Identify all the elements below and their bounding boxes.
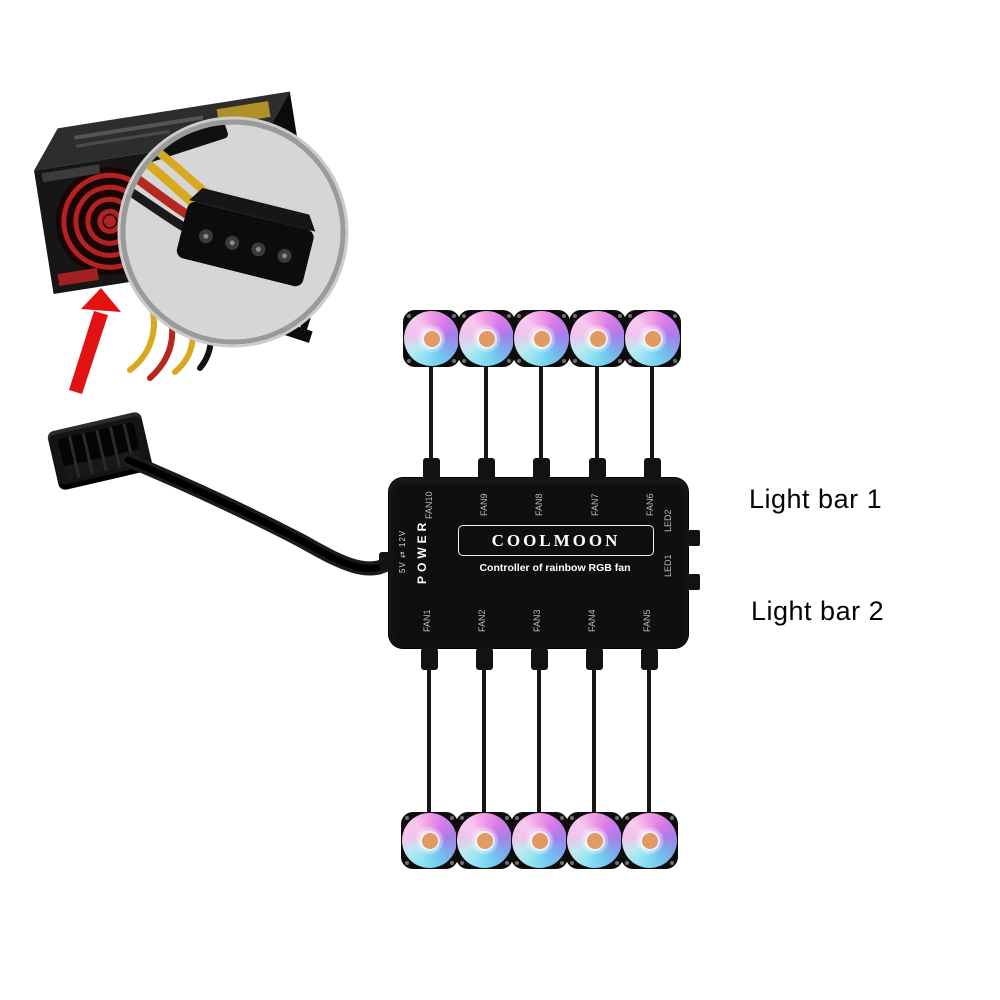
- fan-screw-dots: [511, 812, 568, 869]
- port-label-fan5: FAN5: [642, 609, 652, 633]
- fan-hub: [478, 330, 495, 347]
- port-label-fan8: FAN8: [534, 493, 544, 517]
- psu-illustration: [34, 91, 349, 394]
- port-label-fan9: FAN9: [479, 493, 489, 517]
- fan-screw-dots: [401, 812, 458, 869]
- fan-cable: [429, 365, 433, 460]
- fan-cable: [592, 668, 596, 814]
- led2-port-tab: [686, 530, 700, 546]
- fan-hub: [421, 832, 438, 849]
- port-label-fan10: FAN10: [424, 491, 434, 519]
- brand-plate: COOLMOON: [458, 525, 654, 556]
- light-bar-1-label: Light bar 1: [749, 484, 883, 514]
- fan-screw-dots: [621, 812, 678, 869]
- fan-screw-dots: [566, 812, 623, 869]
- fan-hub: [531, 832, 548, 849]
- light-bar-strips: [706, 529, 966, 586]
- red-arrow-icon: [69, 288, 121, 394]
- light-bar-2-label: Light bar 2: [751, 596, 885, 626]
- fan-hub: [423, 330, 440, 347]
- molex-connector: [176, 188, 316, 287]
- fan-frame: [511, 812, 568, 869]
- fan-frame: [513, 310, 570, 367]
- fan-frame: [624, 310, 681, 367]
- fan-screw-dots: [458, 310, 515, 367]
- fan-hub: [476, 832, 493, 849]
- fan-frame: [401, 812, 458, 869]
- fan-port-tab: [423, 458, 440, 480]
- fan-frame: [621, 812, 678, 869]
- port-label-fan4: FAN4: [587, 609, 597, 633]
- fan-port-tab: [644, 458, 661, 480]
- fan-blades: [404, 311, 459, 366]
- port-label-led2: LED2: [663, 509, 673, 533]
- port-label-fan7: FAN7: [590, 493, 600, 517]
- light-bar-1-strip: [706, 529, 966, 540]
- rgb-controller: COOLMOON Controller of rainbow RGB fan P…: [379, 478, 700, 648]
- fan-screw-dots: [569, 310, 626, 367]
- fan-hub: [533, 330, 550, 347]
- fan-cable: [482, 668, 486, 814]
- fan-cable: [595, 365, 599, 460]
- port-label-fan6: FAN6: [645, 493, 655, 517]
- port-label-fan3: FAN3: [532, 609, 542, 633]
- fan-cable: [539, 365, 543, 460]
- hub-cable: [121, 453, 400, 576]
- cable-inlet: [379, 552, 393, 570]
- fan-screw-dots: [403, 310, 460, 367]
- fan-port-tab: [531, 648, 548, 670]
- fan-port-tab: [478, 458, 495, 480]
- fan-frame: [458, 310, 515, 367]
- fan-hub: [644, 330, 661, 347]
- fan-cable: [650, 365, 654, 460]
- fan-screw-dots: [624, 310, 681, 367]
- fan-port-tab: [476, 648, 493, 670]
- controller-subtitle: Controller of rainbow RGB fan: [479, 562, 631, 574]
- fan-screw-dots: [513, 310, 570, 367]
- port-label-fan2: FAN2: [477, 609, 487, 633]
- light-bar-2-strip: [706, 575, 966, 586]
- psu-photo-inset: [0, 0, 370, 420]
- fan-port-tab: [421, 648, 438, 670]
- fan-cable: [484, 365, 488, 460]
- fan-cable: [647, 668, 651, 814]
- fan-port-tab: [586, 648, 603, 670]
- fan-port-tab: [589, 458, 606, 480]
- port-label-led1: LED1: [663, 554, 673, 578]
- fan-frame: [403, 310, 460, 367]
- fan-hub: [589, 330, 606, 347]
- fan-frame: [456, 812, 513, 869]
- fan-port-tab: [641, 648, 658, 670]
- fan-cable: [537, 668, 541, 814]
- fan-cable: [427, 668, 431, 814]
- brand-text: COOLMOON: [491, 530, 621, 550]
- fan-hub: [586, 832, 603, 849]
- port-label-fan1: FAN1: [422, 609, 432, 633]
- fan-blades: [514, 311, 569, 366]
- fan-frame: [569, 310, 626, 367]
- fan-frame: [566, 812, 623, 869]
- voltage-label: 5V ⇄ 12V: [398, 529, 407, 573]
- led1-port-tab: [686, 574, 700, 590]
- fan-screw-dots: [456, 812, 513, 869]
- fan-hub: [641, 832, 658, 849]
- fan-port-tab: [533, 458, 550, 480]
